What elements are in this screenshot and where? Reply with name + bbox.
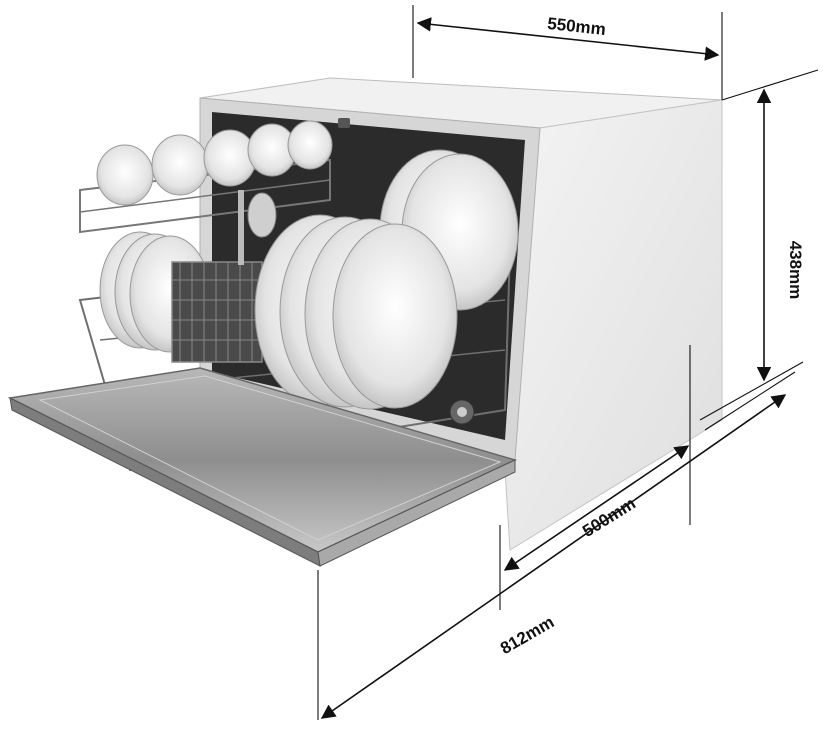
cups (96, 120, 333, 206)
height-label: 438mm (786, 241, 805, 300)
upper-rack (79, 120, 333, 234)
door-latch (338, 118, 350, 128)
cutlery-basket (171, 190, 277, 363)
dishwasher-illustration (7, 77, 723, 567)
width-dimension-line (416, 17, 720, 61)
width-label: 550mm (546, 14, 606, 39)
large-plates (254, 149, 519, 410)
open-depth-dimension-line (320, 394, 787, 719)
open-depth-label: 812mm (497, 612, 557, 658)
